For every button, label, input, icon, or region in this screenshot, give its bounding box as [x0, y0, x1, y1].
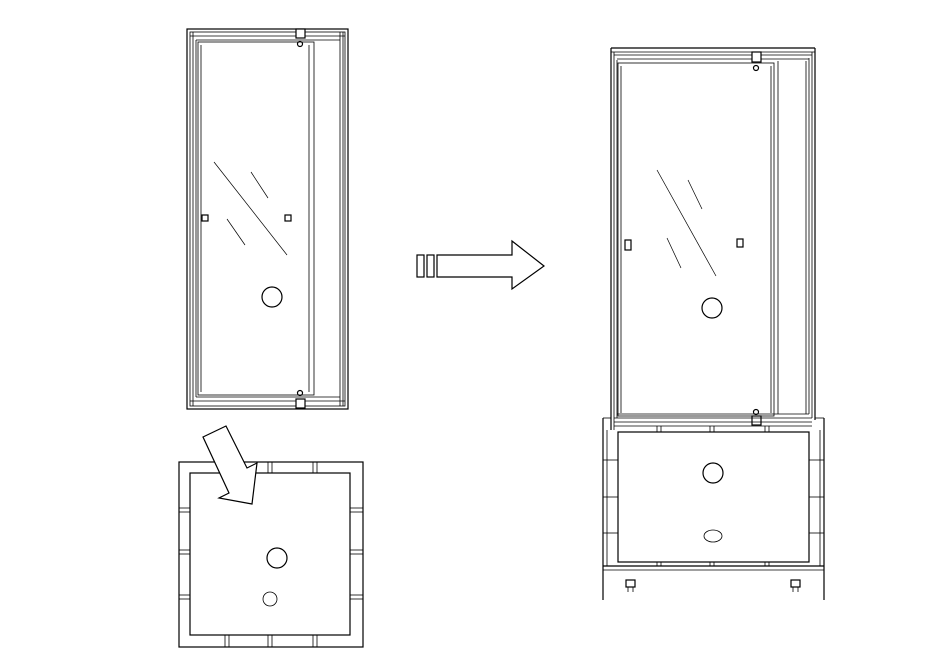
tray-reference-circle: [267, 548, 287, 568]
handle-right-icon: [285, 215, 291, 221]
door-outer-frame: [187, 29, 348, 409]
door-glass-panel: [198, 42, 314, 395]
handle-left-icon: [202, 215, 208, 221]
assembled-top-hinge-icon: [752, 52, 761, 71]
assembled-handle-left-icon: [625, 240, 631, 250]
assembled-bottom-hinge-icon: [752, 410, 761, 426]
tray-inner-surface: [190, 473, 350, 635]
shower-tray-top: [179, 462, 363, 647]
foot-right-icon: [791, 580, 800, 592]
assembled-tray-surface: [618, 432, 809, 562]
bottom-hinge-icon: [296, 391, 305, 409]
arrow-to-assembly: [417, 241, 544, 289]
foot-left-icon: [626, 580, 635, 592]
door-panel-front: [187, 29, 348, 409]
assembled-door-circle: [702, 298, 722, 318]
assembled-handle-right-icon: [737, 239, 743, 247]
top-hinge-icon: [296, 29, 305, 47]
assembled-drain-icon: [704, 530, 722, 542]
tray-outer-frame: [179, 462, 363, 647]
assembled-tray-circle: [703, 463, 723, 483]
reference-circle: [262, 287, 282, 307]
arrow-to-tray: [203, 426, 257, 504]
assembled-tray: [603, 418, 824, 600]
assembled-enclosure: [603, 48, 824, 600]
door-inner-frame: [190, 32, 345, 406]
drain-icon: [263, 592, 277, 606]
